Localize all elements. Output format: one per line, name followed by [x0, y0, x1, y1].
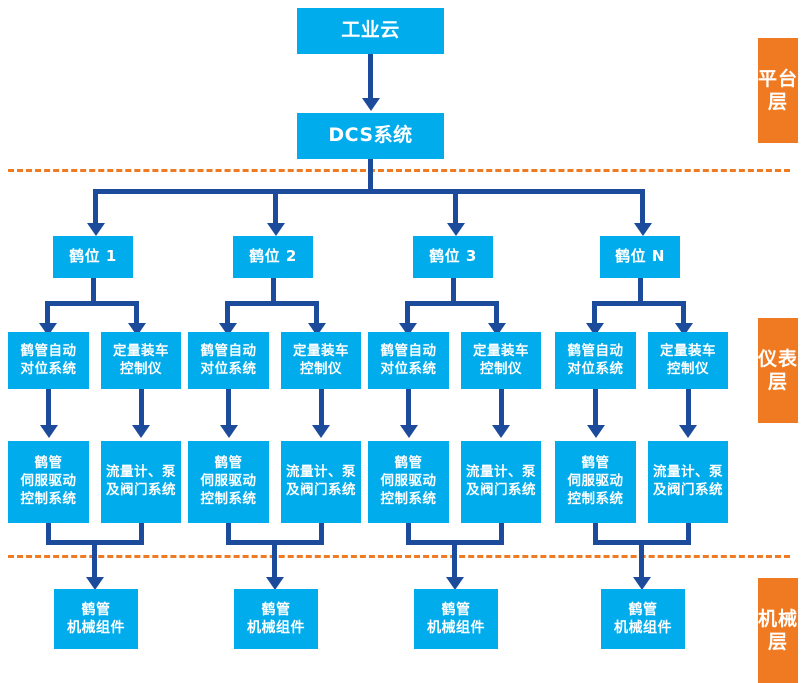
connector-instr-to-dev-1-left: [46, 389, 51, 427]
node-device-1-left[interactable]: 鹤管 伺服驱动 控制系统: [8, 441, 89, 523]
arrowhead-dev-3-right: [492, 425, 510, 438]
connector-dev2-merge-stem: [272, 540, 277, 579]
connector-dev1-left-down: [46, 523, 51, 545]
arrowhead-station-4: [633, 223, 652, 236]
connector-instr-to-dev-3-left: [406, 389, 411, 427]
arrowhead-station-3: [446, 223, 465, 236]
connector-dcs-trunk: [368, 159, 373, 192]
connector-dcs-drop-1: [93, 189, 98, 225]
node-instrument-4-right[interactable]: 定量装车 控制仪: [648, 332, 728, 389]
layer-tag-instrument: 仪表层: [758, 318, 798, 423]
connector-station3-split: [405, 301, 499, 306]
node-device-2-left[interactable]: 鹤管 伺服驱动 控制系统: [188, 441, 269, 523]
connector-instr-to-dev-4-right: [685, 389, 691, 427]
connector-cloud-to-dcs: [368, 54, 373, 100]
connector-station2-branch-left: [225, 301, 230, 325]
node-station-3[interactable]: 鹤位 3: [413, 236, 493, 278]
connector-dev3-merge-stem: [452, 540, 457, 579]
node-instrument-4-left[interactable]: 鹤管自动 对位系统: [555, 332, 636, 389]
node-instrument-2-left[interactable]: 鹤管自动 对位系统: [188, 332, 269, 389]
node-mechanical-1[interactable]: 鹤管 机械组件: [54, 589, 138, 649]
arrowhead-cloud-to-dcs: [361, 98, 380, 111]
connector-station3-branch-right: [494, 301, 499, 325]
arrowhead-mech-3: [445, 577, 464, 590]
connector-instr-to-dev-2-right: [318, 389, 324, 427]
arrowhead-station-2: [266, 223, 285, 236]
node-mechanical-2[interactable]: 鹤管 机械组件: [234, 589, 318, 649]
connector-instr-to-dev-2-left: [226, 389, 231, 427]
arrowhead-dev-2-right: [312, 425, 330, 438]
connector-station1-branch-right: [134, 301, 139, 325]
connector-station3-stem: [450, 278, 456, 304]
connector-instr-to-dev-3-right: [498, 389, 504, 427]
node-mechanical-3[interactable]: 鹤管 机械组件: [414, 589, 498, 649]
node-instrument-2-right[interactable]: 定量装车 控制仪: [281, 332, 361, 389]
connector-dev1-merge-stem: [92, 540, 97, 579]
connector-station2-stem: [270, 278, 276, 304]
connector-station1-branch-left: [45, 301, 50, 325]
arrowhead-dev-1-left: [39, 425, 58, 438]
divider-platform-instrument: [8, 169, 790, 172]
connector-station1-split: [45, 301, 139, 306]
connector-station4-branch-right: [681, 301, 686, 325]
connector-station4-branch-left: [592, 301, 597, 325]
arrowhead-dev-4-right: [679, 425, 697, 438]
node-device-4-right[interactable]: 流量计、泵 及阀门系统: [648, 441, 728, 523]
connector-dev2-left-down: [226, 523, 231, 545]
node-device-1-right[interactable]: 流量计、泵 及阀门系统: [101, 441, 181, 523]
node-station-4[interactable]: 鹤位 N: [600, 236, 680, 278]
node-device-3-left[interactable]: 鹤管 伺服驱动 控制系统: [368, 441, 449, 523]
arrowhead-dev-3-left: [399, 425, 418, 438]
connector-instr-to-dev-4-left: [593, 389, 598, 427]
arrowhead-mech-4: [632, 577, 651, 590]
connector-dev3-right-down: [498, 523, 504, 545]
node-instrument-1-left[interactable]: 鹤管自动 对位系统: [8, 332, 89, 389]
arrowhead-dev-4-left: [586, 425, 605, 438]
connector-dev4-right-down: [685, 523, 691, 545]
node-station-1[interactable]: 鹤位 1: [53, 236, 133, 278]
connector-instr-to-dev-1-right: [138, 389, 144, 427]
connector-dev2-right-down: [318, 523, 324, 545]
node-device-2-right[interactable]: 流量计、泵 及阀门系统: [281, 441, 361, 523]
connector-dev1-right-down: [138, 523, 144, 545]
connector-station4-split: [592, 301, 686, 306]
connector-station3-branch-left: [405, 301, 410, 325]
arrowhead-mech-1: [85, 577, 104, 590]
arrowhead-dev-1-right: [132, 425, 150, 438]
node-device-4-left[interactable]: 鹤管 伺服驱动 控制系统: [555, 441, 636, 523]
connector-dev4-merge-stem: [639, 540, 644, 579]
arrowhead-station-1: [86, 223, 105, 236]
node-instrument-3-right[interactable]: 定量装车 控制仪: [461, 332, 541, 389]
node-industrial-cloud[interactable]: 工业云: [297, 8, 444, 54]
connector-dcs-drop-2: [273, 189, 278, 225]
layer-tag-platform: 平台层: [758, 38, 798, 143]
node-mechanical-4[interactable]: 鹤管 机械组件: [601, 589, 685, 649]
node-station-2[interactable]: 鹤位 2: [233, 236, 313, 278]
node-device-3-right[interactable]: 流量计、泵 及阀门系统: [461, 441, 541, 523]
connector-station2-split: [225, 301, 319, 306]
connector-dev4-left-down: [593, 523, 598, 545]
connector-dcs-drop-3: [453, 189, 458, 225]
connector-dcs-drop-4: [640, 189, 645, 225]
layer-tag-mechanical: 机械层: [758, 578, 798, 683]
connector-station4-stem: [637, 278, 643, 304]
connector-station2-branch-right: [314, 301, 319, 325]
arrowhead-mech-2: [265, 577, 284, 590]
arrowhead-dev-2-left: [219, 425, 238, 438]
connector-dcs-bus: [93, 189, 645, 194]
node-instrument-3-left[interactable]: 鹤管自动 对位系统: [368, 332, 449, 389]
connector-station1-stem: [90, 278, 96, 304]
node-instrument-1-right[interactable]: 定量装车 控制仪: [101, 332, 181, 389]
connector-dev3-left-down: [406, 523, 411, 545]
divider-instrument-mechanical: [8, 555, 790, 558]
node-dcs-system[interactable]: DCS系统: [297, 113, 444, 159]
